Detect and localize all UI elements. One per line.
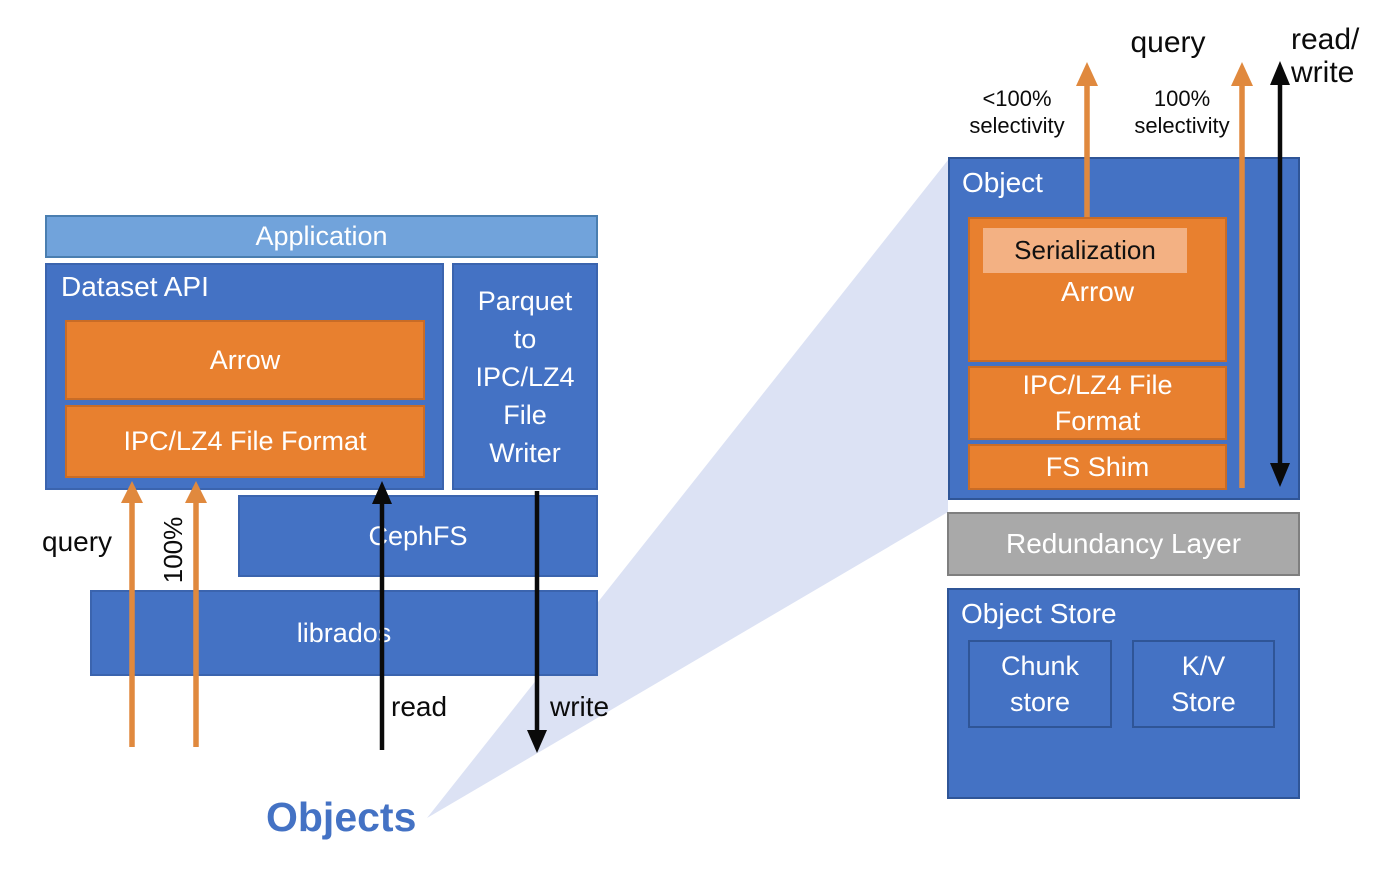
- full-selectivity-label: 100% selectivity: [1134, 86, 1230, 138]
- query-label-right: query: [1130, 26, 1206, 59]
- read-label: read: [391, 691, 448, 722]
- librados-box: librados: [90, 590, 598, 676]
- read-write-label: read/ write: [1291, 23, 1360, 89]
- kv-store-box: K/V Store: [1132, 640, 1275, 728]
- objects-label: Objects: [266, 794, 417, 840]
- dataset-api-label: Dataset API: [61, 271, 209, 302]
- cephfs-box: CephFS: [238, 495, 598, 577]
- object-store-label: Object Store: [961, 598, 1117, 629]
- parquet-writer-box: Parquet to IPC/LZ4 File Writer: [452, 263, 598, 490]
- redundancy-layer-box: Redundancy Layer: [947, 512, 1300, 576]
- application-box: Application: [45, 215, 598, 258]
- ipc-lz4-file-format-box: IPC/LZ4 File Format: [65, 405, 425, 478]
- serialization-box: Serialization: [983, 228, 1187, 273]
- query-label-left: query: [42, 526, 113, 557]
- selectivity-100-label-left: 100%: [157, 516, 188, 584]
- object-label: Object: [962, 167, 1043, 198]
- arrow-box: Arrow: [65, 320, 425, 400]
- write-label: write: [550, 691, 610, 722]
- fs-shim-box: FS Shim: [968, 444, 1227, 490]
- object-arrow-label: Arrow: [1060, 276, 1135, 307]
- chunk-store-box: Chunk store: [968, 640, 1112, 728]
- partial-selectivity-label: <100% selectivity: [969, 86, 1065, 138]
- object-ipc-lz4-box: IPC/LZ4 File Format: [968, 366, 1227, 440]
